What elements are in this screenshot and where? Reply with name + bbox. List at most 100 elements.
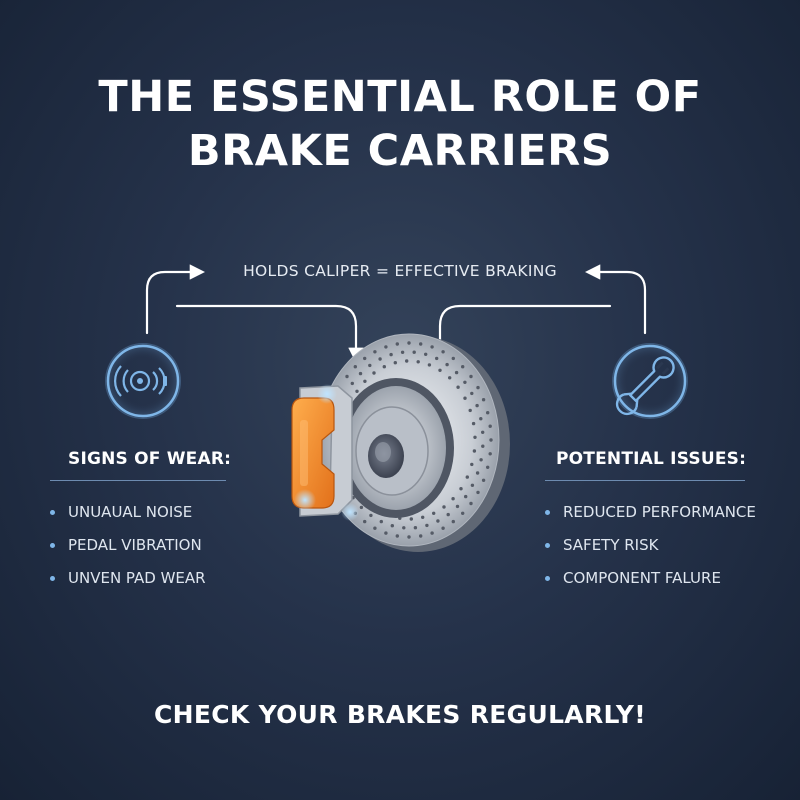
disc-hole	[389, 352, 393, 357]
disc-hole	[413, 526, 418, 530]
disc-hole	[479, 458, 483, 462]
list-item: SAFETY RISK	[545, 529, 756, 562]
page-title: THE ESSENTIAL ROLE OF BRAKE CARRIERS	[0, 70, 800, 178]
disc-hole	[448, 376, 452, 380]
list-item-label: SAFETY RISK	[563, 536, 659, 554]
arrow-right-down	[432, 304, 612, 364]
disc-hole	[412, 350, 416, 354]
list-item: COMPONENT FALURE	[545, 562, 756, 595]
disc-hole	[471, 421, 476, 426]
disc-hole	[373, 526, 377, 530]
disc-hole	[455, 504, 460, 509]
disc-hole	[461, 511, 465, 515]
list-item: UNUAUAL NOISE	[50, 496, 206, 529]
wrench-icon	[612, 343, 688, 419]
disc-hole	[441, 350, 445, 354]
disc-hole	[486, 411, 490, 415]
disc-hole	[419, 534, 423, 538]
disc-hole	[470, 462, 474, 467]
top-label: HOLDS CALIPER = EFFECTIVE BRAKING	[243, 262, 557, 280]
disc-hole	[384, 531, 388, 535]
title-line-1: THE ESSENTIAL ROLE OF	[98, 72, 702, 122]
list-item-label: REDUCED PERFORMANCE	[563, 503, 756, 521]
disc-hole	[416, 360, 420, 364]
disc-hole	[481, 398, 486, 402]
disc-hole	[456, 385, 460, 389]
disc-hole	[479, 417, 483, 421]
disc-hole	[378, 357, 382, 361]
disc-hole	[421, 515, 425, 519]
brake-wear-icon	[105, 343, 181, 419]
potential-issues-list: REDUCED PERFORMANCE SAFETY RISK COMPONEN…	[545, 496, 756, 595]
disc-hole	[451, 519, 455, 524]
disc-hole	[481, 430, 485, 434]
disc-hole	[425, 523, 429, 528]
disc-hole	[454, 370, 459, 375]
disc-hole	[488, 452, 492, 456]
left-divider	[50, 480, 226, 481]
list-item-label: PEDAL VIBRATION	[68, 536, 202, 554]
disc-hole	[409, 517, 413, 521]
arrow-right-up	[584, 264, 647, 335]
right-divider	[545, 480, 745, 481]
disc-hole	[372, 371, 376, 375]
disc-hole	[435, 356, 439, 361]
disc-hole	[405, 359, 409, 363]
disc-hole	[475, 403, 479, 408]
bullet-icon	[545, 510, 550, 515]
list-item: REDUCED PERFORMANCE	[545, 496, 756, 529]
disc-hole	[395, 534, 399, 538]
disc-hole	[481, 478, 486, 482]
disc-hole	[463, 380, 467, 384]
disc-hole	[368, 363, 372, 368]
disc-hole	[472, 449, 477, 453]
disc-hole	[445, 362, 449, 367]
disc-hole	[393, 361, 397, 365]
disc-hole	[465, 475, 469, 479]
disc-drilled-holes	[343, 341, 493, 539]
disc-hole	[489, 438, 493, 442]
disc-hole	[451, 497, 455, 501]
signs-of-wear-heading: SIGNS OF WEAR:	[68, 449, 232, 469]
disc-hole	[470, 483, 475, 487]
disc-hole	[373, 350, 377, 354]
disc-hole	[350, 381, 354, 386]
disc-hole	[476, 490, 480, 495]
disc-hole	[359, 505, 364, 510]
disc-hole	[438, 368, 442, 372]
brake-disc-caliper	[291, 333, 510, 552]
disc-hole	[459, 487, 463, 491]
title-line-2: BRAKE CARRIERS	[187, 126, 613, 176]
disc-hole	[436, 519, 440, 523]
signs-of-wear-list: UNUAUAL NOISE PEDAL VIBRATION UNVEN PAD …	[50, 496, 206, 595]
disc-hole	[469, 501, 473, 506]
disc-hole	[363, 379, 367, 383]
bullet-icon	[50, 576, 55, 581]
disc-hole	[463, 396, 467, 400]
disc-hole	[358, 371, 363, 376]
disc-hole	[369, 513, 373, 518]
potential-issues-heading: POTENTIAL ISSUES:	[556, 449, 747, 469]
bullet-icon	[50, 510, 55, 515]
disc-hole	[432, 511, 436, 515]
list-item-label: COMPONENT FALURE	[563, 569, 721, 587]
bullet-icon	[545, 543, 550, 548]
disc-hole	[427, 363, 432, 367]
arrow-left-down	[175, 304, 364, 364]
disc-hole	[441, 526, 445, 530]
bullet-icon	[545, 576, 550, 581]
disc-hole	[446, 512, 450, 517]
bullet-icon	[50, 543, 55, 548]
disc-hole	[363, 519, 367, 524]
disc-hole	[379, 519, 383, 524]
disc-hole	[382, 365, 386, 369]
disc-hole	[475, 471, 480, 475]
disc-hole	[353, 365, 357, 369]
disc-hole	[461, 365, 465, 369]
disc-hole	[419, 342, 423, 346]
connector-arrows	[145, 264, 647, 364]
disc-hole	[469, 374, 473, 379]
disc-hole	[464, 494, 468, 499]
arrow-left-up	[145, 264, 206, 335]
